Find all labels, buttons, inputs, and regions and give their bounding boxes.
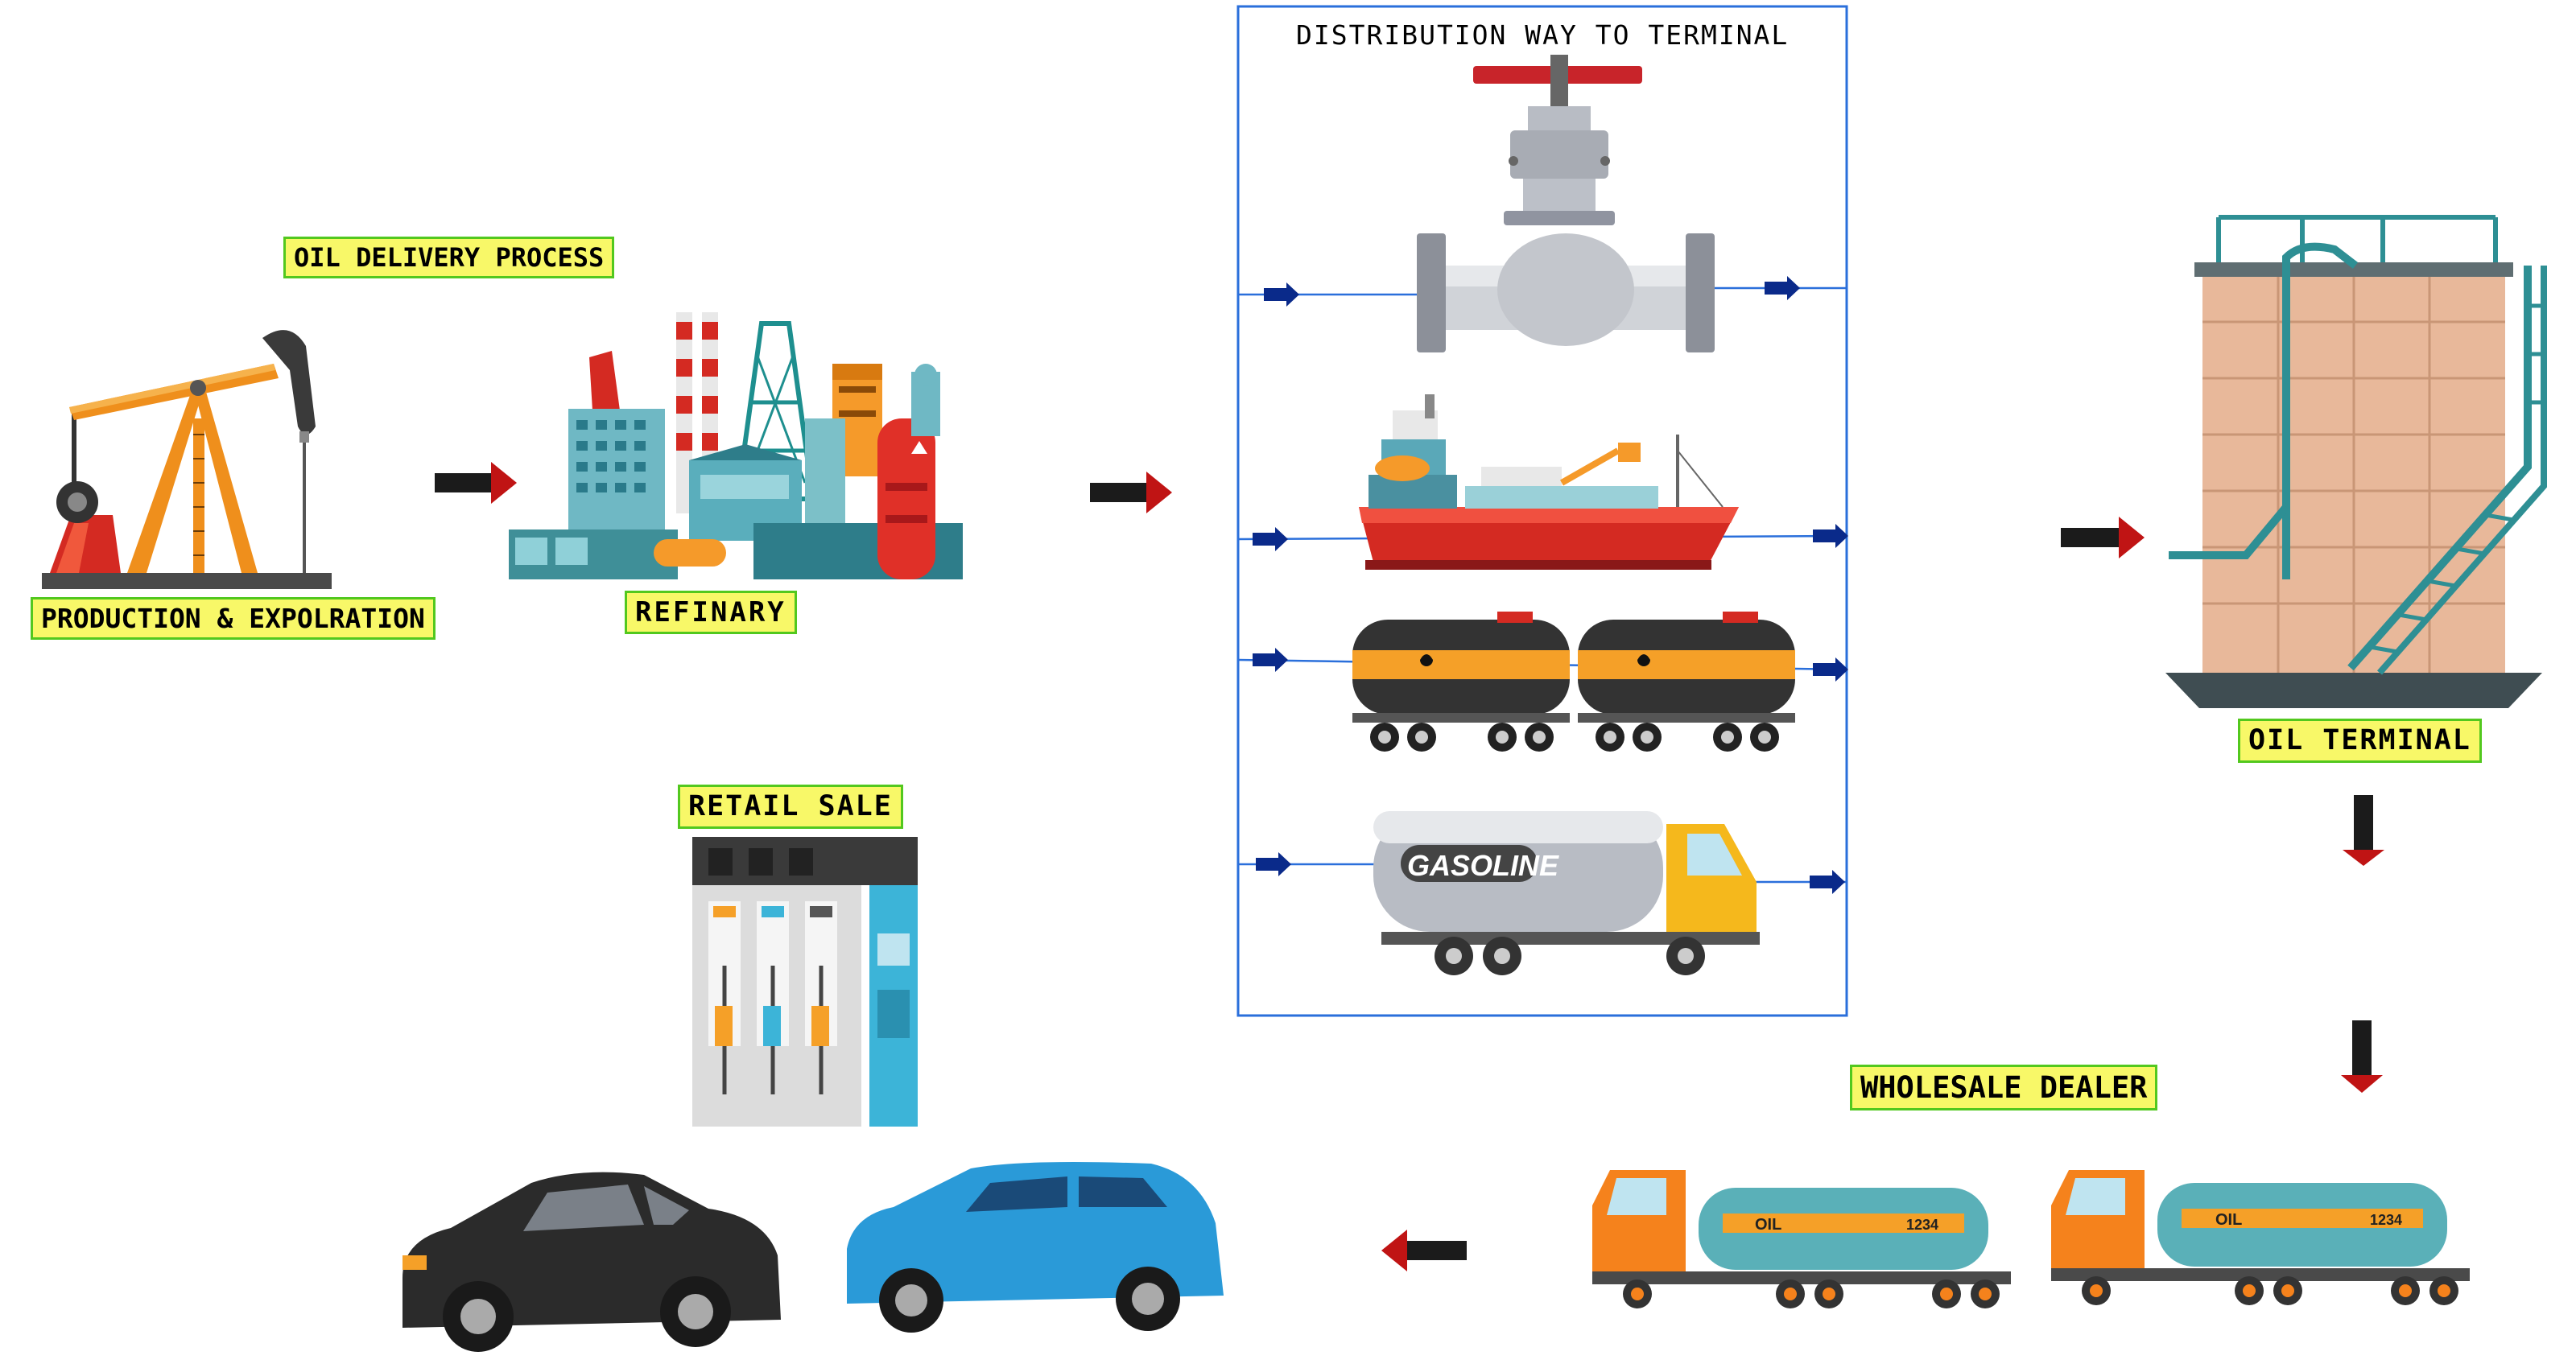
oil-terminal-tank-illustration [2165,215,2547,708]
pumpjack-illustration [42,330,332,589]
label-wholesale-dealer: WHOLESALE DEALER [1850,1065,2158,1110]
tanker-code-text: 1234 [1906,1217,1938,1233]
pipe-arrow [1253,527,1288,551]
label-production-exploration: PRODUCTION & EXPOLRATION [31,597,436,640]
flow-arrow-wholesale-to-retail [1381,1230,1467,1271]
pipe-arrow [1253,648,1288,672]
pipe-arrow [1810,870,1845,894]
pipe-arrow [1264,282,1299,307]
pipe-line-4 [1238,852,1847,894]
black-sedan-illustration [402,1172,781,1352]
fuel-pump-illustration [692,837,918,1127]
truck-gasoline-text: GASOLINE [1407,849,1559,882]
wholesale-tanker-truck-1: OIL 1234 [1592,1170,2011,1308]
flow-arrow-distribution-to-terminal [2061,517,2145,558]
pipe-arrow [1765,276,1800,300]
pipe-line-1 [1238,276,1847,307]
ship-illustration [1359,394,1739,570]
pipe-arrow [1256,852,1291,876]
refinery-illustration [509,312,963,579]
flow-arrow-refinery-to-distribution [1090,472,1172,513]
flow-arrow-terminal-down-2 [2341,1020,2383,1093]
tanker-oil-text: OIL [1755,1216,1781,1234]
pipe-arrow [1813,524,1848,548]
pipe-arrow [1813,657,1848,682]
label-oil-terminal: OIL TERMINAL [2238,719,2482,763]
tanker-oil-text: OIL [2215,1211,2242,1229]
valve-illustration [1417,55,1715,352]
wholesale-tanker-truck-2: OIL 1234 [2051,1170,2470,1305]
gasoline-truck-illustration: GASOLINE [1373,811,1760,975]
rail-tank-cars-illustration [1352,612,1795,752]
label-refinery: REFINARY [625,591,797,634]
distribution-title: DISTRIBUTION WAY TO TERMINAL [1296,19,1790,51]
label-retail-sale: RETAIL SALE [678,785,903,829]
flow-arrow-production-to-refinery [435,462,517,504]
tanker-code-text: 1234 [2370,1212,2402,1228]
label-oil-delivery-process: OIL DELIVERY PROCESS [283,237,615,278]
blue-suv-illustration [847,1162,1224,1333]
distribution-frame [1236,5,1848,1017]
flow-arrow-terminal-down-1 [2343,795,2384,866]
